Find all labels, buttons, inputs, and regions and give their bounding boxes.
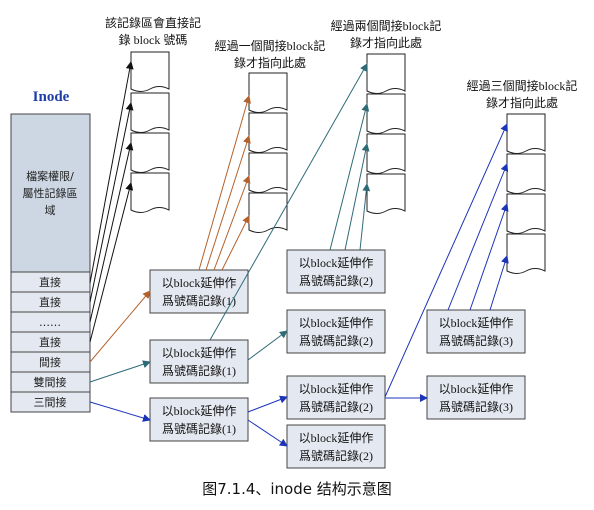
inode-row-direct-3: 直接 bbox=[10, 331, 91, 353]
svg-text:經過三個間接block記: 經過三個間接block記 bbox=[467, 78, 578, 93]
data-block bbox=[248, 112, 288, 153]
svg-text:爲號碼記錄(1): 爲號碼記錄(1) bbox=[162, 363, 236, 378]
record-box-triple-2-upper: 以block延伸作 爲號碼記錄(2) bbox=[286, 375, 386, 420]
data-block bbox=[366, 173, 406, 214]
record-box-double-2-lower: 以block延伸作 爲號碼記錄(2) bbox=[286, 309, 386, 354]
svg-text:以block延伸作: 以block延伸作 bbox=[439, 382, 514, 396]
data-block bbox=[248, 152, 288, 193]
figure-caption: 图7.1.4、inode 结构示意图 bbox=[202, 480, 392, 498]
inode-attribute-area bbox=[10, 113, 91, 273]
inode-row-triple-indirect: 三間接 bbox=[10, 391, 91, 413]
inode-row-label: 雙間接 bbox=[34, 376, 67, 389]
data-block bbox=[248, 72, 288, 113]
inode-row-indirect: 間接 bbox=[10, 351, 91, 373]
data-block bbox=[506, 193, 546, 234]
svg-text:以block延伸作: 以block延伸作 bbox=[299, 382, 374, 396]
data-block bbox=[506, 113, 546, 154]
svg-text:以block延伸作: 以block延伸作 bbox=[162, 346, 237, 360]
label-double-indirect-blocks: 經過兩個間接block記 錄才指向此處 bbox=[331, 18, 442, 50]
record-box-triple-2-lower: 以block延伸作 爲號碼記錄(2) bbox=[286, 424, 386, 469]
svg-text:爲號碼記錄(2): 爲號碼記錄(2) bbox=[299, 399, 373, 414]
svg-text:經過一個間接block記: 經過一個間接block記 bbox=[215, 38, 326, 53]
data-block bbox=[366, 133, 406, 174]
svg-text:以block延伸作: 以block延伸作 bbox=[299, 431, 374, 445]
svg-text:以block延伸作: 以block延伸作 bbox=[299, 316, 374, 330]
inode-row-direct-2: 直接 bbox=[10, 291, 91, 313]
data-block bbox=[506, 153, 546, 194]
svg-text:爲號碼記錄(2): 爲號碼記錄(2) bbox=[299, 273, 373, 288]
svg-text:該記錄區會直接記: 該記錄區會直接記 bbox=[105, 15, 201, 30]
svg-text:爲號碼記錄(2): 爲號碼記錄(2) bbox=[299, 333, 373, 348]
inode-row-label: 直接 bbox=[39, 275, 61, 289]
inode-attribute-line-1: 檔案權限/ bbox=[26, 169, 74, 183]
svg-text:爲號碼記錄(2): 爲號碼記錄(2) bbox=[299, 448, 373, 463]
inode-attribute-line-3: 域 bbox=[45, 204, 56, 217]
label-direct-blocks: 該記錄區會直接記 錄 block 號碼 bbox=[105, 15, 201, 47]
svg-text:以block延伸作: 以block延伸作 bbox=[439, 316, 514, 330]
svg-text:錄才指向此處: 錄才指向此處 bbox=[234, 55, 306, 70]
data-block bbox=[130, 132, 170, 173]
record-box-indirect-1: 以block延伸作 爲號碼記錄(1) bbox=[149, 269, 249, 314]
data-block bbox=[130, 51, 170, 92]
data-block bbox=[248, 192, 288, 233]
svg-text:以block延伸作: 以block延伸作 bbox=[162, 276, 237, 290]
arrows-single-indirect bbox=[89, 95, 251, 363]
record-box-double-2-upper: 以block延伸作 爲號碼記錄(2) bbox=[286, 249, 386, 294]
svg-text:錄 block 號碼: 錄 block 號碼 bbox=[119, 32, 188, 47]
svg-text:以block延伸作: 以block延伸作 bbox=[162, 404, 237, 418]
inode-row-direct-1: 直接 bbox=[10, 271, 91, 293]
record-box-triple-3-lower: 以block延伸作 爲號碼記錄(3) bbox=[426, 375, 526, 420]
svg-text:錄才指向此處: 錄才指向此處 bbox=[486, 95, 558, 110]
record-box-triple-3-upper: 以block延伸作 爲號碼記錄(3) bbox=[426, 309, 526, 354]
svg-text:以block延伸作: 以block延伸作 bbox=[299, 256, 374, 270]
inode-row-label: …… bbox=[39, 316, 61, 329]
svg-text:爲號碼記錄(1): 爲號碼記錄(1) bbox=[162, 421, 236, 436]
inode-row-label: 間接 bbox=[39, 356, 61, 369]
inode-title: Inode bbox=[33, 89, 70, 105]
record-box-double-1: 以block延伸作 爲號碼記錄(1) bbox=[149, 339, 249, 384]
data-block bbox=[506, 233, 546, 274]
inode-row-label: 三間接 bbox=[34, 396, 67, 409]
inode-attribute-line-2: 屬性記錄區 bbox=[23, 186, 78, 200]
label-single-indirect-blocks: 經過一個間接block記 錄才指向此處 bbox=[215, 38, 326, 70]
svg-text:錄才指向此處: 錄才指向此處 bbox=[350, 35, 422, 50]
svg-text:爲號碼記錄(1): 爲號碼記錄(1) bbox=[162, 293, 236, 308]
arrows-direct bbox=[89, 61, 134, 343]
svg-text:爲號碼記錄(3): 爲號碼記錄(3) bbox=[439, 399, 513, 414]
inode-row-ellipsis: …… bbox=[10, 311, 91, 333]
data-block bbox=[130, 172, 170, 213]
label-triple-indirect-blocks: 經過三個間接block記 錄才指向此處 bbox=[467, 78, 578, 110]
inode-row-label: 直接 bbox=[39, 335, 61, 349]
inode-row-double-indirect: 雙間接 bbox=[10, 371, 91, 393]
data-block bbox=[366, 93, 406, 134]
arrows-double-indirect bbox=[89, 63, 371, 383]
record-box-triple-1: 以block延伸作 爲號碼記錄(1) bbox=[149, 397, 249, 442]
svg-text:經過兩個間接block記: 經過兩個間接block記 bbox=[331, 18, 442, 33]
arrows-triple-indirect bbox=[89, 123, 509, 447]
inode-row-label: 直接 bbox=[39, 295, 61, 309]
data-block bbox=[130, 92, 170, 133]
svg-text:爲號碼記錄(3): 爲號碼記錄(3) bbox=[439, 333, 513, 348]
data-block bbox=[366, 53, 406, 94]
